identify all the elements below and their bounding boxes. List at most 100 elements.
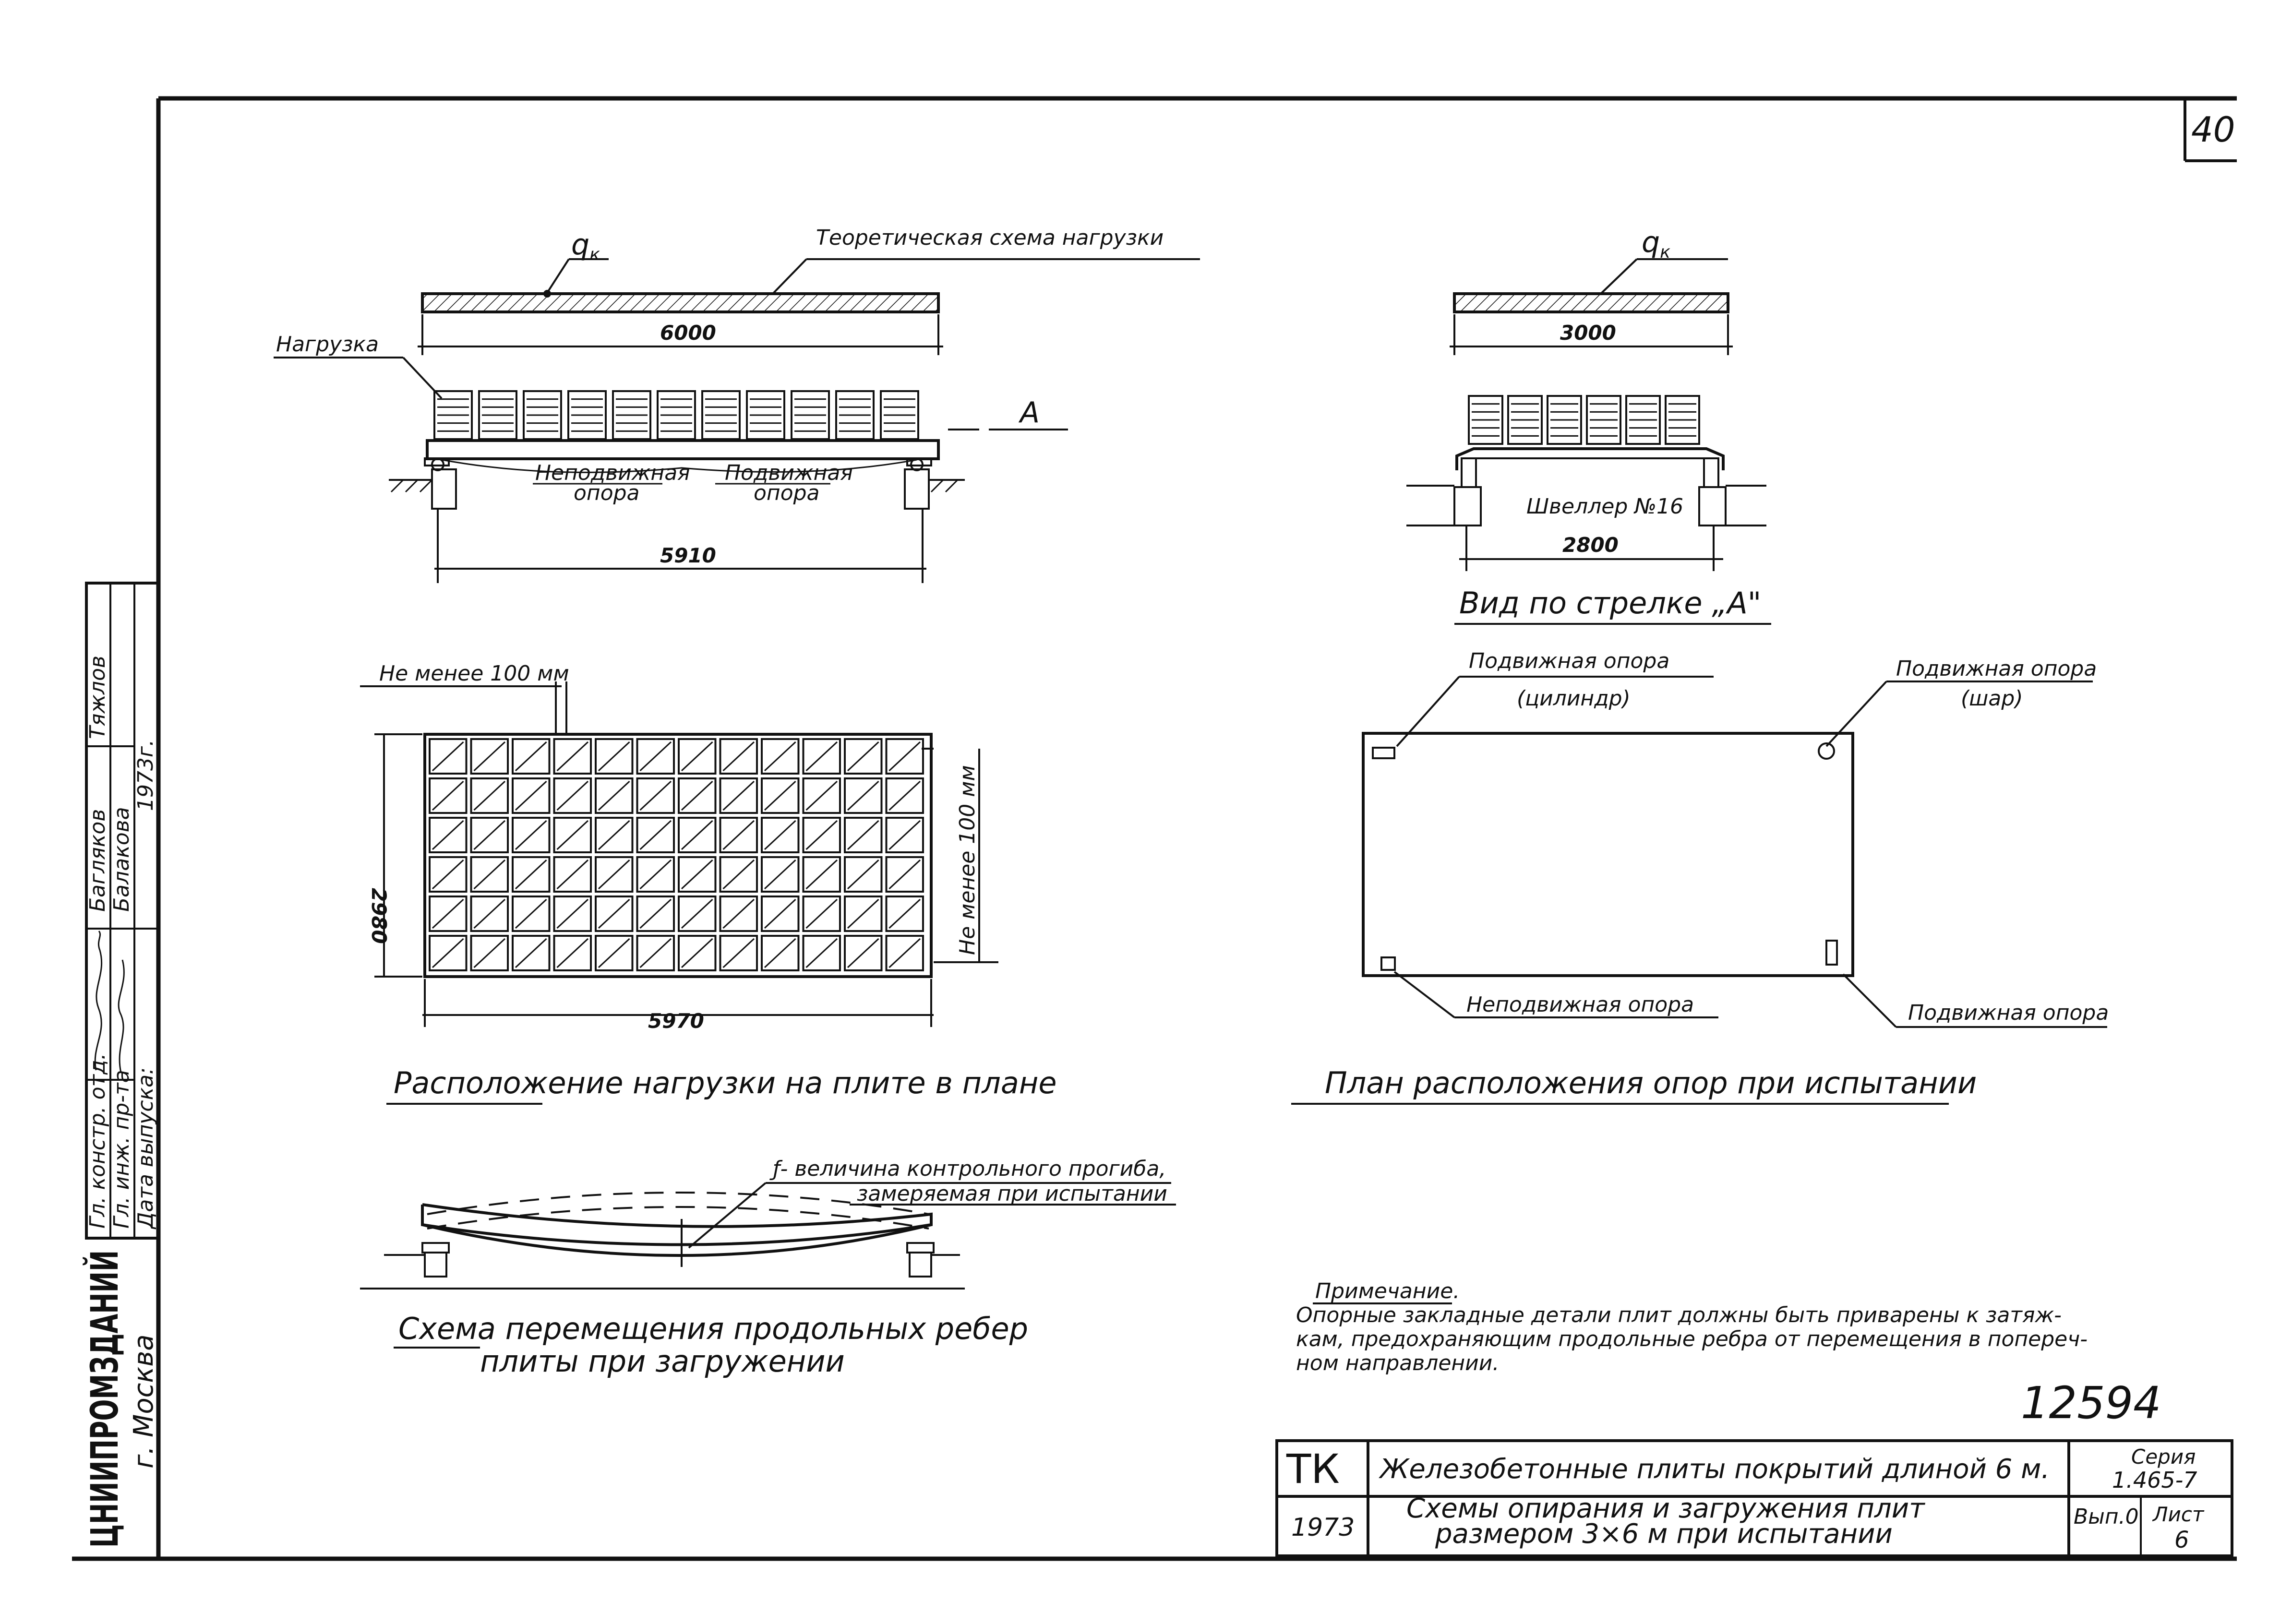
- load-cell: [802, 777, 841, 814]
- load-block: [1665, 395, 1700, 445]
- load-cell-diagonal: [805, 741, 838, 772]
- load-cell-diagonal: [681, 741, 713, 772]
- supports-movable: Подвижная опора: [1908, 1001, 2109, 1025]
- load-cell-diagonal: [722, 938, 755, 968]
- stamp-name-2: Багляков: [85, 809, 110, 912]
- theory-load-label: Нагрузка: [276, 332, 379, 357]
- supports-ball-1: Подвижная опора: [1896, 657, 2097, 681]
- load-cell: [553, 817, 592, 853]
- theory-caption: Теоретическая схема нагрузки: [816, 226, 1164, 250]
- load-cell: [719, 896, 758, 932]
- load-cell: [844, 777, 883, 814]
- load-cell: [885, 896, 924, 932]
- tb-title: Железобетонные плиты покрытий длиной 6 м…: [1379, 1454, 2050, 1485]
- tb-series-label: Серия: [2131, 1445, 2196, 1469]
- tb-sheet-label: Лист: [2152, 1503, 2205, 1526]
- load-cell-diagonal: [515, 898, 547, 929]
- load-cell-diagonal: [598, 780, 630, 811]
- load-cell-diagonal: [639, 898, 672, 929]
- tb-sheet-value: 6: [2174, 1527, 2189, 1553]
- load-cell: [802, 896, 841, 932]
- plan-min-right: Не менее 100 мм: [955, 765, 980, 955]
- load-cell-diagonal: [681, 820, 713, 850]
- load-cell-diagonal: [639, 820, 672, 850]
- load-cell-diagonal: [598, 859, 630, 890]
- side-support-span: 2800: [1562, 533, 1619, 557]
- load-cell: [636, 935, 675, 971]
- stamp-date-label: Дата выпуска:: [133, 1067, 158, 1230]
- load-block: [1586, 395, 1621, 445]
- load-cell-diagonal: [764, 898, 796, 929]
- load-cell-diagonal: [639, 938, 672, 968]
- load-cell-diagonal: [805, 820, 838, 850]
- load-cell: [678, 817, 717, 853]
- theory-support-span: 5910: [660, 544, 716, 567]
- load-cell: [678, 738, 717, 775]
- load-cell: [719, 817, 758, 853]
- load-cell: [678, 935, 717, 971]
- load-cell-diagonal: [515, 820, 547, 850]
- side-load-symbol: qк: [1642, 226, 1670, 262]
- load-cell: [885, 856, 924, 893]
- theory-span-6000: 6000: [660, 321, 716, 345]
- deflection-note-1: ƒ- величина контрольного прогиба,: [769, 1157, 1166, 1181]
- load-cell: [802, 856, 841, 893]
- load-cell-diagonal: [556, 780, 589, 811]
- load-cell-diagonal: [764, 780, 796, 811]
- load-cell: [802, 935, 841, 971]
- theory-load-scheme: qк Теоретическая схема нагрузки 6000 Наг…: [274, 226, 1200, 583]
- plan-load-grid: [429, 738, 924, 971]
- deflection-scheme: ƒ- величина контрольного прогиба, замеря…: [360, 1157, 1176, 1379]
- page-number: 40: [2191, 109, 2235, 150]
- load-cell: [512, 935, 551, 971]
- load-cell: [885, 777, 924, 814]
- load-cell-diagonal: [515, 938, 547, 968]
- load-cell-diagonal: [764, 820, 796, 850]
- load-cell-diagonal: [847, 741, 879, 772]
- theory-movable-support-1: Подвижная: [725, 461, 853, 485]
- load-cell: [595, 856, 634, 893]
- load-cell: [636, 738, 675, 775]
- side-span-3000: 3000: [1560, 321, 1616, 345]
- load-cell: [595, 935, 634, 971]
- side-caption: Вид по стрелке „А": [1459, 585, 1761, 621]
- load-cell-diagonal: [473, 780, 506, 811]
- load-cell-diagonal: [847, 780, 879, 811]
- load-cell-diagonal: [681, 780, 713, 811]
- load-cell: [719, 935, 758, 971]
- side-view-a: qк 3000 Швеллер №16 2800 Вид по стрелке …: [1406, 226, 1771, 625]
- load-cell: [429, 856, 468, 893]
- load-cell-diagonal: [888, 859, 921, 890]
- load-cell: [636, 817, 675, 853]
- stamp-name-3: Балакова: [109, 807, 134, 912]
- load-cell-diagonal: [888, 780, 921, 811]
- supports-cylinder-2: (цилиндр): [1517, 686, 1631, 711]
- side-channel-label: Швеллер №16: [1526, 494, 1683, 519]
- load-cell-diagonal: [722, 780, 755, 811]
- load-cell: [844, 856, 883, 893]
- load-cell: [429, 896, 468, 932]
- load-cell-diagonal: [764, 859, 796, 890]
- load-cell-diagonal: [681, 938, 713, 968]
- approval-stamp: Гл. констр. отд. Гл. инж. пр-та Дата вып…: [83, 582, 160, 1548]
- supports-plan: Подвижная опора (цилиндр) Подвижная опор…: [1291, 649, 2109, 1105]
- load-cell-diagonal: [639, 741, 672, 772]
- load-cell-diagonal: [598, 938, 630, 968]
- load-cell: [429, 817, 468, 853]
- load-cell-diagonal: [473, 938, 506, 968]
- load-cell-diagonal: [598, 820, 630, 850]
- load-cell-diagonal: [681, 898, 713, 929]
- load-cell-diagonal: [888, 938, 921, 968]
- load-cell: [885, 935, 924, 971]
- load-cell-diagonal: [805, 780, 838, 811]
- load-cell-diagonal: [515, 859, 547, 890]
- load-cell-diagonal: [515, 741, 547, 772]
- supports-fixed: Неподвижная опора: [1466, 992, 1694, 1017]
- load-cell: [802, 817, 841, 853]
- load-cell: [470, 896, 509, 932]
- load-cell: [761, 896, 800, 932]
- load-cell-diagonal: [722, 741, 755, 772]
- load-cell-diagonal: [764, 741, 796, 772]
- load-cell: [429, 935, 468, 971]
- theory-slab: [426, 439, 940, 460]
